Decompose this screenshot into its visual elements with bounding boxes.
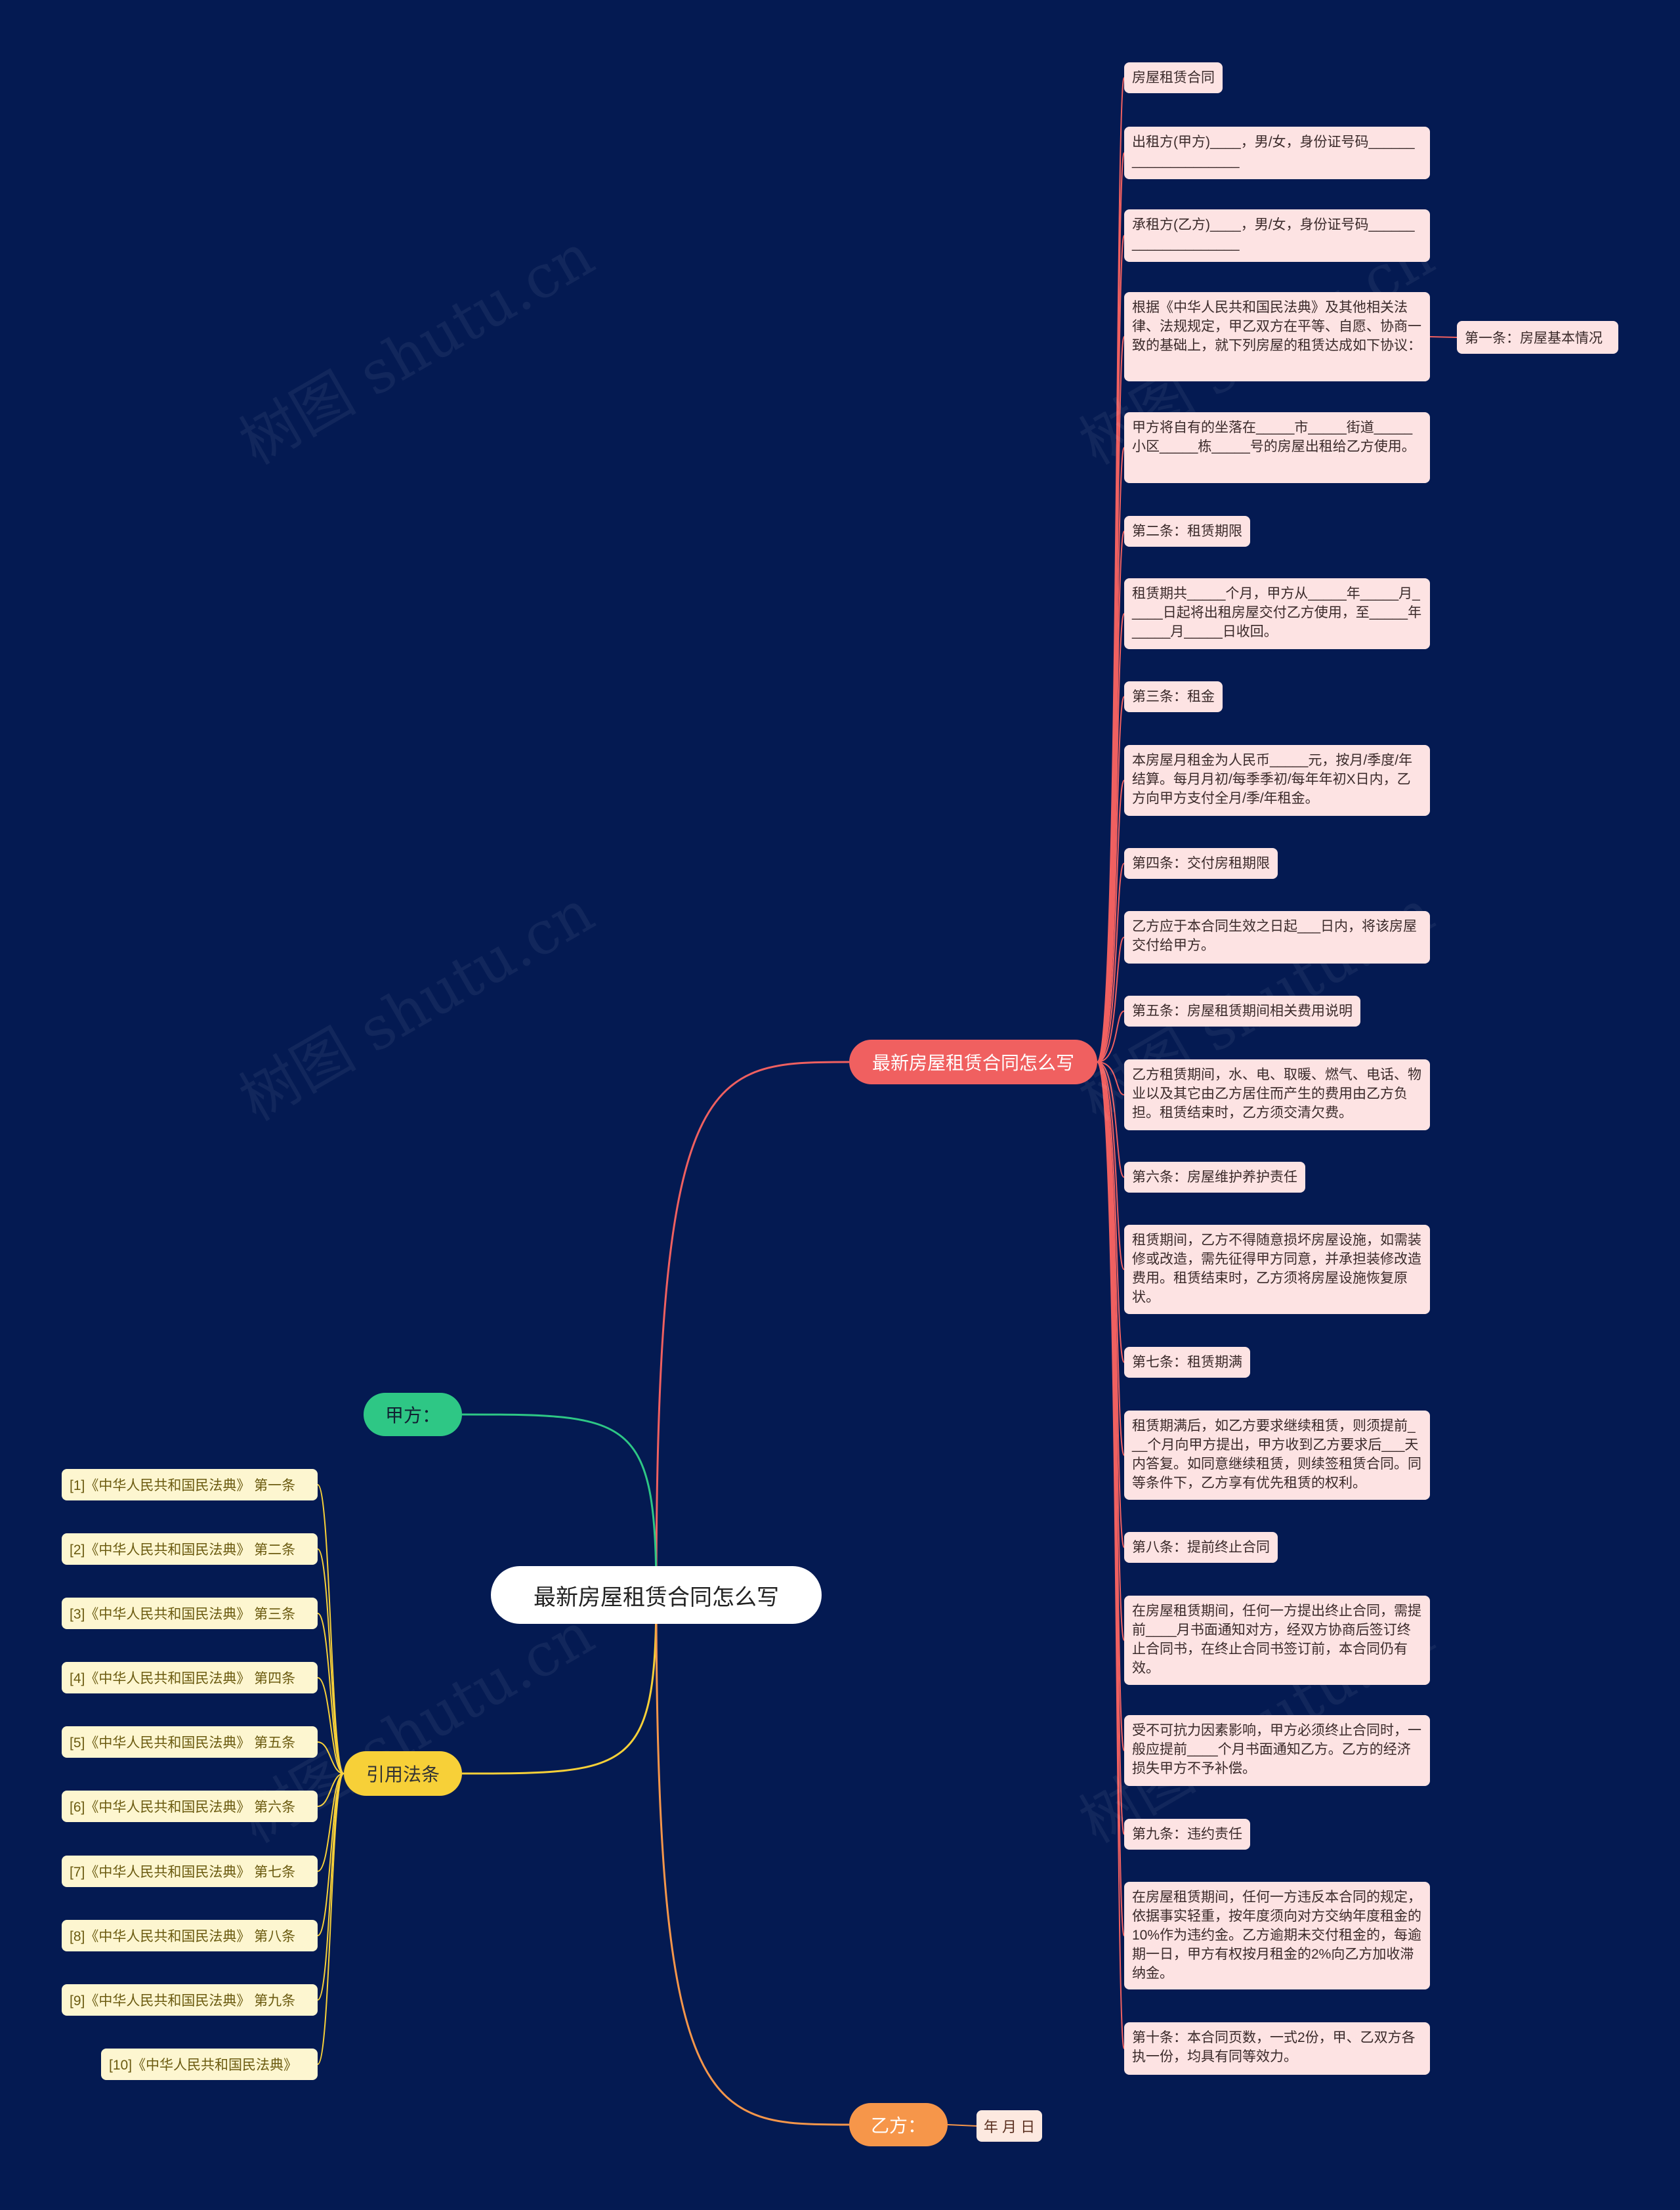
connector-line bbox=[1097, 1061, 1125, 2049]
contract-item[interactable]: 第九条：违约责任 bbox=[1124, 1819, 1250, 1850]
law-item[interactable]: [4]《中华人民共和国民法典》 第四条 bbox=[62, 1662, 318, 1693]
connector-line bbox=[1097, 613, 1125, 1063]
law-item[interactable]: [5]《中华人民共和国民法典》 第五条 bbox=[62, 1726, 318, 1758]
contract-item[interactable]: 第八条：提前终止合同 bbox=[1124, 1532, 1278, 1563]
connector-line bbox=[1097, 530, 1125, 1063]
branch-party-b[interactable]: 乙方： bbox=[849, 2103, 948, 2146]
connector-line bbox=[947, 2124, 977, 2127]
article-one-node[interactable]: 第一条：房屋基本情况 bbox=[1457, 321, 1618, 354]
branch-contract[interactable]: 最新房屋租赁合同怎么写 bbox=[849, 1040, 1097, 1084]
contract-item[interactable]: 承租方(乙方)____，男/女，身份证号码___________________… bbox=[1124, 209, 1430, 262]
connector-line bbox=[1097, 1061, 1125, 1270]
law-item[interactable]: [10]《中华人民共和国民法典》 bbox=[101, 2049, 318, 2080]
connector-line bbox=[1097, 1061, 1125, 1178]
contract-item[interactable]: 乙方应于本合同生效之日起___日内，将该房屋交付给甲方。 bbox=[1124, 911, 1430, 964]
connector-line bbox=[1097, 937, 1125, 1063]
contract-item[interactable]: 第十条：本合同页数，一式2份，甲、乙双方各执一份，均具有同等效力。 bbox=[1124, 2022, 1430, 2075]
connector-line bbox=[1097, 1061, 1125, 1095]
connector-line bbox=[317, 1773, 345, 1807]
contract-item[interactable]: 第二条：租赁期限 bbox=[1124, 516, 1250, 547]
root-node[interactable]: 最新房屋租赁合同怎么写 bbox=[491, 1566, 822, 1624]
branch-cited-laws[interactable]: 引用法条 bbox=[344, 1751, 462, 1796]
contract-item[interactable]: 出租方(甲方)____，男/女，身份证号码___________________… bbox=[1124, 127, 1430, 179]
connector-line bbox=[461, 1594, 658, 1775]
connector-line bbox=[655, 1594, 850, 2126]
connector-line bbox=[1097, 862, 1125, 1063]
connector-line bbox=[1097, 1010, 1125, 1063]
law-item[interactable]: [9]《中华人民共和国民法典》 第九条 bbox=[62, 1984, 318, 2016]
contract-item[interactable]: 租赁期间，乙方不得随意损坏房屋设施，如需装修或改造，需先征得甲方同意，并承担装修… bbox=[1124, 1225, 1430, 1314]
contract-item[interactable]: 乙方租赁期间，水、电、取暖、燃气、电话、物业以及其它由乙方居住而产生的费用由乙方… bbox=[1124, 1059, 1430, 1130]
connector-line bbox=[461, 1413, 658, 1596]
contract-item[interactable]: 第三条：租金 bbox=[1124, 681, 1223, 712]
connector-line bbox=[1097, 696, 1125, 1063]
connector-line bbox=[317, 1773, 345, 1936]
contract-item[interactable]: 根据《中华人民共和国民法典》及其他相关法律、法规规定，甲乙双方在平等、自愿、协商… bbox=[1124, 292, 1430, 381]
connector-line bbox=[1097, 1061, 1125, 1456]
connector-line bbox=[1097, 780, 1125, 1063]
law-item[interactable]: [8]《中华人民共和国民法典》 第八条 bbox=[62, 1920, 318, 1951]
contract-item[interactable]: 第四条：交付房租期限 bbox=[1124, 848, 1278, 879]
connector-line bbox=[317, 1741, 345, 1774]
contract-item[interactable]: 租赁期满后，如乙方要求继续租赁，则须提前___个月向甲方提出，甲方收到乙方要求后… bbox=[1124, 1411, 1430, 1500]
contract-item[interactable]: 本房屋月租金为人民币_____元，按月/季度/年结算。每月月初/每季季初/每年年… bbox=[1124, 745, 1430, 816]
contract-item[interactable]: 第五条：房屋租赁期间相关费用说明 bbox=[1124, 996, 1360, 1027]
connector-line bbox=[317, 1773, 345, 2065]
branch-party-a[interactable]: 甲方： bbox=[364, 1393, 462, 1436]
contract-item[interactable]: 受不可抗力因素影响，甲方必须终止合同时，一般应提前____个月书面通知乙方。乙方… bbox=[1124, 1715, 1430, 1786]
contract-item[interactable]: 在房屋租赁期间，任何一方违反本合同的规定，依据事实轻重，按年度须向对方交纳年度租… bbox=[1124, 1882, 1430, 1989]
connector-line bbox=[1097, 1061, 1125, 1641]
connector-line bbox=[655, 1061, 850, 1596]
contract-item[interactable]: 第七条：租赁期满 bbox=[1124, 1347, 1250, 1378]
connector-line bbox=[317, 1677, 345, 1774]
law-item[interactable]: [6]《中华人民共和国民法典》 第六条 bbox=[62, 1791, 318, 1822]
connector-line bbox=[317, 1773, 345, 1872]
connector-line bbox=[1097, 1061, 1125, 1363]
law-item[interactable]: [7]《中华人民共和国民法典》 第七条 bbox=[62, 1856, 318, 1887]
law-item[interactable]: [1]《中华人民共和国民法典》 第一条 bbox=[62, 1469, 318, 1500]
connector-line bbox=[1097, 1061, 1125, 1548]
connector-line bbox=[317, 1613, 345, 1774]
contract-item[interactable]: 在房屋租赁期间，任何一方提出终止合同，需提前____月书面通知对方，经双方协商后… bbox=[1124, 1596, 1430, 1685]
contract-item[interactable]: 租赁期共_____个月，甲方从_____年_____月_____日起将出租房屋交… bbox=[1124, 578, 1430, 649]
law-item[interactable]: [2]《中华人民共和国民法典》 第二条 bbox=[62, 1533, 318, 1565]
date-node[interactable]: 年 月 日 bbox=[976, 2110, 1042, 2142]
contract-item[interactable]: 第六条：房屋维护养护责任 bbox=[1124, 1162, 1305, 1193]
law-item[interactable]: [3]《中华人民共和国民法典》 第三条 bbox=[62, 1598, 318, 1629]
contract-item[interactable]: 甲方将自有的坐落在_____市_____街道_____小区_____栋_____… bbox=[1124, 412, 1430, 483]
connector-line bbox=[317, 1548, 345, 1774]
connector-line bbox=[1097, 336, 1125, 1063]
contract-item[interactable]: 房屋租赁合同 bbox=[1124, 62, 1223, 93]
